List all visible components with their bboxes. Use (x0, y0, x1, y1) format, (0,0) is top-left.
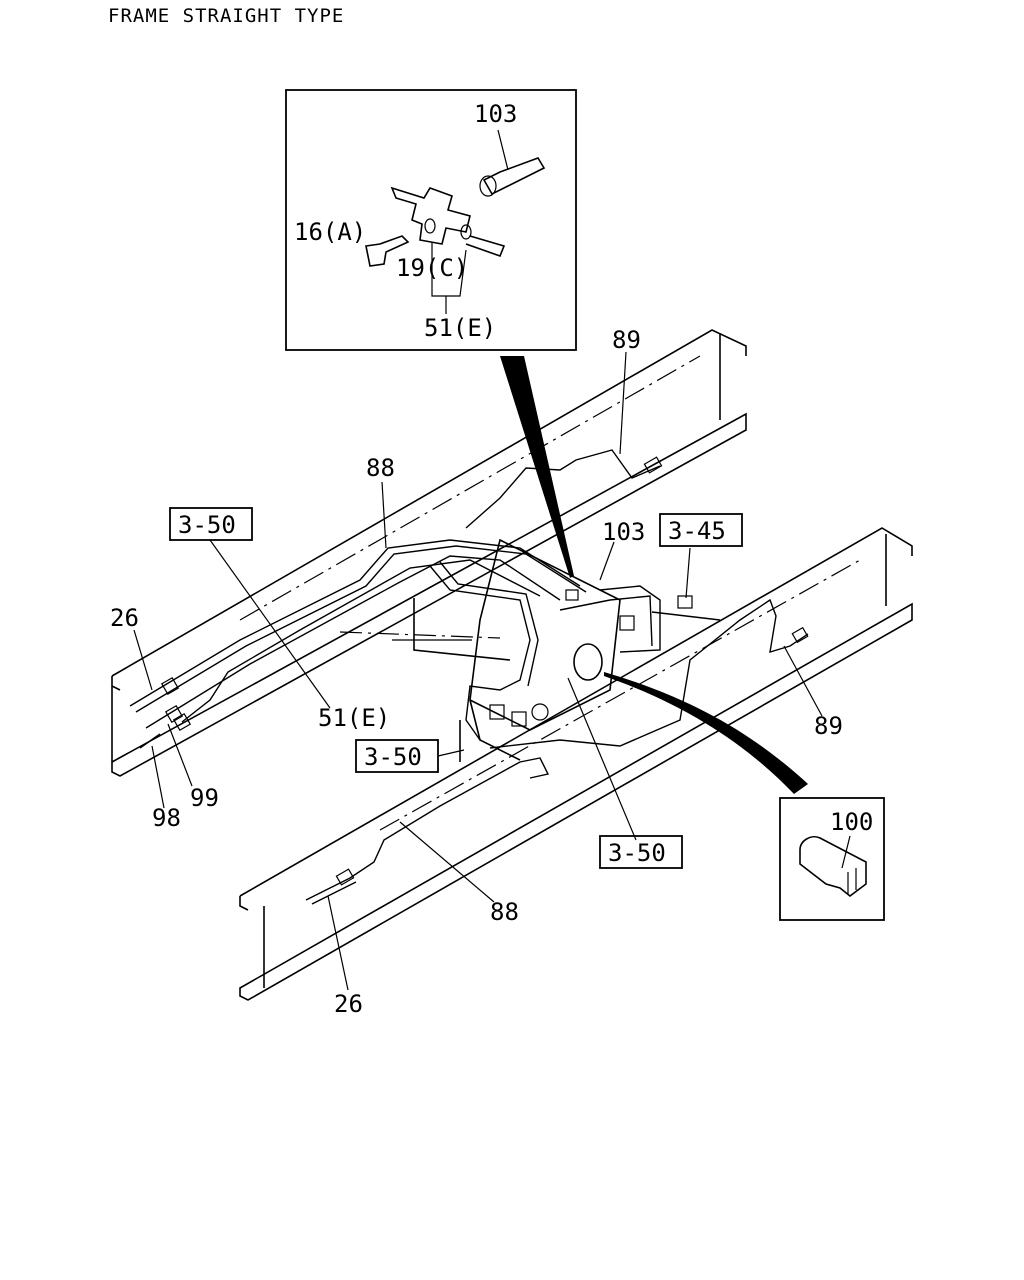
ref-box-3-50-center: 3-50 (355, 739, 439, 773)
label-89-top: 89 (612, 326, 641, 354)
label-51e-main: 51(E) (318, 704, 390, 732)
fittings (160, 456, 809, 886)
inset-label-19c: 19(C) (396, 254, 468, 282)
inset-pointer-wedge (500, 356, 574, 578)
label-89-right: 89 (814, 712, 843, 740)
svg-text:3-50: 3-50 (608, 839, 666, 867)
inset-label-51e: 51(E) (424, 314, 496, 342)
label-103-main: 103 (602, 518, 645, 546)
inset-label-103: 103 (474, 100, 517, 128)
label-88-bottom: 88 (490, 898, 519, 926)
detail-pointer-wedge (604, 672, 808, 794)
ref-box-3-50-bottom: 3-50 (599, 835, 683, 869)
lower-frame-rail (239, 527, 913, 1001)
brake-pipes (129, 449, 809, 905)
diagram-title: FRAME STRAIGHT TYPE (108, 5, 344, 27)
label-100: 100 (830, 808, 873, 836)
inset-label-16a: 16(A) (294, 218, 366, 246)
inset-detail-box (285, 89, 577, 351)
label-26-left: 26 (110, 604, 139, 632)
label-98: 98 (152, 804, 181, 832)
svg-text:3-50: 3-50 (178, 511, 236, 539)
svg-text:3-50: 3-50 (364, 743, 422, 771)
upper-frame-rail (111, 329, 747, 777)
leader-lines (133, 351, 823, 991)
detail-box-100 (779, 797, 885, 921)
hydraulic-unit (469, 538, 621, 761)
label-99: 99 (190, 784, 219, 812)
cross-member (339, 598, 511, 762)
svg-text:3-45: 3-45 (668, 517, 726, 545)
label-88-top: 88 (366, 454, 395, 482)
ref-box-3-50-left: 3-50 (169, 507, 253, 541)
label-26-bottom: 26 (334, 990, 363, 1018)
ref-box-3-45: 3-45 (659, 513, 743, 547)
